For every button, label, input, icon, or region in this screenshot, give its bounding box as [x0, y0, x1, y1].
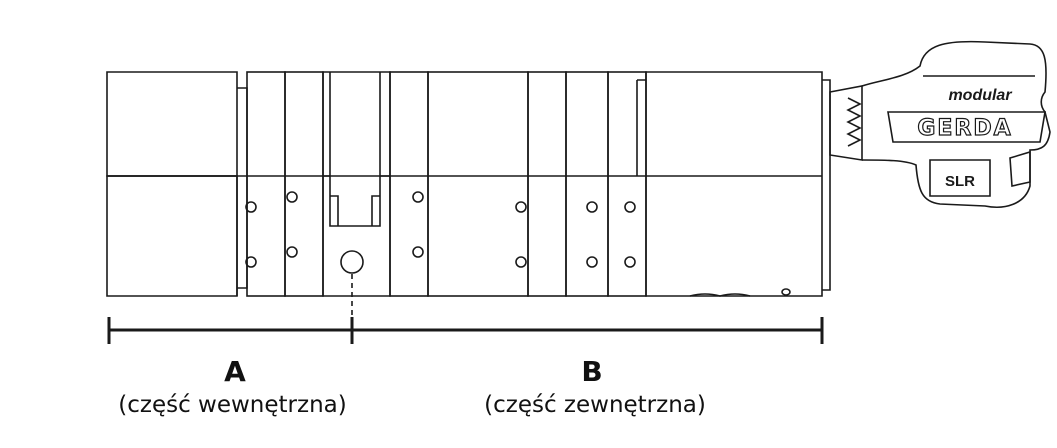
label-b: B: [581, 355, 603, 388]
label-a: A: [224, 355, 246, 388]
dimension-line: [107, 274, 824, 344]
pin-holes: [245, 191, 636, 274]
cylinder-body: [106, 71, 831, 297]
key: [829, 40, 1051, 208]
key-brand-main: GERDA: [917, 116, 1012, 141]
label-a-description: (część wewnętrzna): [118, 392, 347, 418]
fixing-screw-hole: [340, 250, 364, 274]
edge-detail: [689, 293, 751, 297]
key-brand-code: SLR: [945, 173, 975, 190]
key-brand-top: modular: [948, 87, 1012, 104]
label-b-description: (część zewnętrzna): [484, 392, 706, 418]
